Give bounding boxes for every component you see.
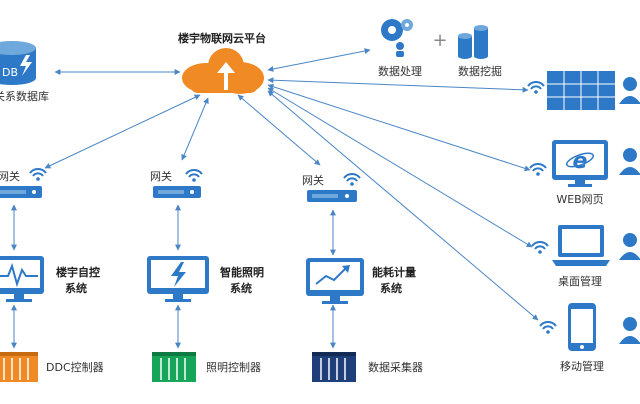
gateway-2: 网关 xyxy=(150,169,203,198)
mobile-label: 移动管理 xyxy=(560,359,604,373)
connection-lines xyxy=(11,48,539,349)
platform-title: 楼宇物联网云平台 xyxy=(178,31,266,45)
system-building-automation: 楼宇自控 系统 xyxy=(0,256,100,302)
cloud-icon xyxy=(182,48,264,94)
green-cabinet-icon xyxy=(152,352,196,382)
link-cloud-client-4 xyxy=(267,90,539,321)
gear-icon xyxy=(381,19,413,57)
navy-cabinet-icon xyxy=(312,352,356,382)
database-icon xyxy=(0,41,36,85)
desktop-label: 桌面管理 xyxy=(558,274,602,288)
system-3-line2: 系统 xyxy=(380,281,402,295)
router-icon xyxy=(307,190,357,202)
gateway-3-label: 网关 xyxy=(302,173,324,187)
link-cloud-client-2 xyxy=(267,83,531,172)
link-cloud-gateway-2 xyxy=(181,97,209,161)
gateway-3: 网关 xyxy=(302,173,361,202)
database-node: DB 关系数据库 xyxy=(0,41,49,103)
wifi-icon xyxy=(343,173,361,186)
system-3-line1: 能耗计量 xyxy=(372,265,416,279)
gateway-1: 网关 xyxy=(0,168,47,198)
gateway-2-label: 网关 xyxy=(150,169,172,183)
smartphone-icon xyxy=(568,303,596,351)
system-smart-lighting: 智能照明 系统 xyxy=(147,256,264,302)
svg-text:e: e xyxy=(573,149,588,174)
monitor-pulse-icon xyxy=(0,256,44,302)
lighting-controller: 照明控制器 xyxy=(152,352,261,382)
user-icon xyxy=(619,233,640,260)
collector-label: 数据采集器 xyxy=(368,360,423,374)
router-icon xyxy=(153,186,201,198)
system-1-line2: 系统 xyxy=(65,281,87,295)
client-desktop: 桌面管理 xyxy=(531,225,640,288)
system-1-line1: 楼宇自控 xyxy=(56,265,100,279)
link-cloud-client-1 xyxy=(267,77,529,93)
user-icon xyxy=(619,77,640,104)
gateway-1-label: 网关 xyxy=(0,169,20,183)
video-wall-icon xyxy=(547,71,615,110)
system-2-line2: 系统 xyxy=(230,281,252,295)
router-icon xyxy=(0,186,42,198)
orange-cabinet-icon xyxy=(0,352,38,382)
browser-monitor-icon: e xyxy=(552,140,608,187)
user-icon xyxy=(619,148,640,175)
database-badge: DB xyxy=(2,66,18,79)
mining-label: 数据挖掘 xyxy=(458,64,502,78)
coin-stack-icon xyxy=(458,25,488,59)
link-cloud-gateway-1 xyxy=(44,94,201,169)
wifi-icon xyxy=(29,168,47,181)
link-cloud-processing xyxy=(267,48,371,72)
web-label: WEB网页 xyxy=(556,193,603,206)
wifi-icon xyxy=(531,241,549,254)
user-icon xyxy=(619,317,640,344)
wifi-icon xyxy=(529,163,547,176)
wifi-icon xyxy=(539,321,557,334)
laptop-icon xyxy=(552,225,610,266)
database-label: 关系数据库 xyxy=(0,89,49,103)
processing-label: 数据处理 xyxy=(378,64,422,78)
ddc-label: DDC控制器 xyxy=(46,360,104,374)
system-energy-metering: 能耗计量 系统 xyxy=(306,258,416,304)
link-cloud-client-3 xyxy=(267,87,533,248)
lighting-controller-label: 照明控制器 xyxy=(206,360,261,374)
data-collector: 数据采集器 xyxy=(312,352,423,382)
wifi-icon xyxy=(185,169,203,182)
cloud-platform: 楼宇物联网云平台 xyxy=(178,31,266,94)
plus-sign: + xyxy=(432,30,447,51)
client-video-wall xyxy=(527,71,640,110)
client-web: e WEB网页 xyxy=(529,140,640,206)
client-mobile: 移动管理 xyxy=(539,303,640,373)
wifi-icon xyxy=(527,81,545,94)
ddc-controller: DDC控制器 xyxy=(0,352,104,382)
link-cloud-gateway-3 xyxy=(237,94,321,166)
system-2-line1: 智能照明 xyxy=(220,265,264,279)
monitor-lightning-icon xyxy=(147,256,209,302)
monitor-trend-icon xyxy=(306,258,364,304)
